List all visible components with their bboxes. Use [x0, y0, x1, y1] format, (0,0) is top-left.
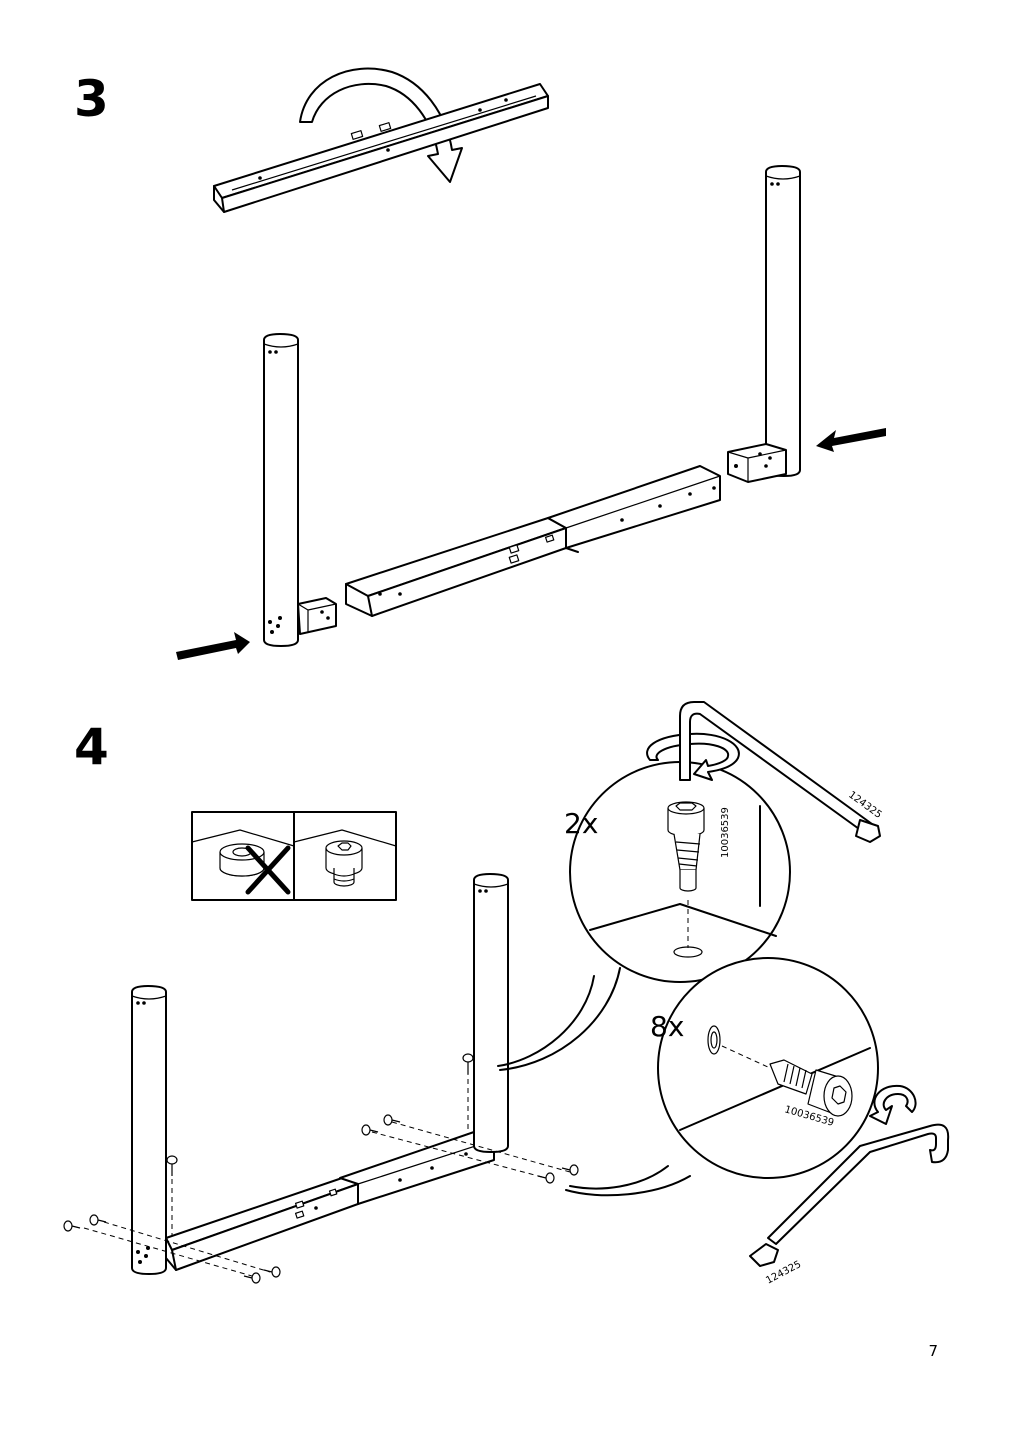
incorrect-x-icon [245, 845, 291, 895]
screw-icon [63, 1053, 579, 1284]
rotate-arrow-icon [299, 67, 463, 183]
step-number-4: 4 [74, 718, 109, 776]
detail-circle-bottom: 8x 10036539 124325 [650, 957, 950, 1287]
step-number-3: 3 [74, 70, 109, 128]
push-arrow-left-icon [816, 428, 886, 452]
hex-socket-icon [337, 842, 352, 851]
quantity-label-top: 2x [564, 807, 598, 840]
rotate-arrow-icon [869, 1084, 917, 1125]
part-code-top: 10036539 [720, 807, 731, 858]
step3-frame-illustration [176, 165, 886, 660]
step4-frame-illustration [63, 873, 691, 1284]
detail-circle-top: 2x 10036539 124325 [564, 701, 884, 983]
page-number: 7 [928, 1342, 938, 1360]
push-arrow-right-icon [176, 632, 250, 660]
incorrect-correct-comparison-box [191, 811, 397, 901]
quantity-label-bottom: 8x [650, 1010, 684, 1043]
step3-flip-beam-illustration [213, 67, 549, 213]
